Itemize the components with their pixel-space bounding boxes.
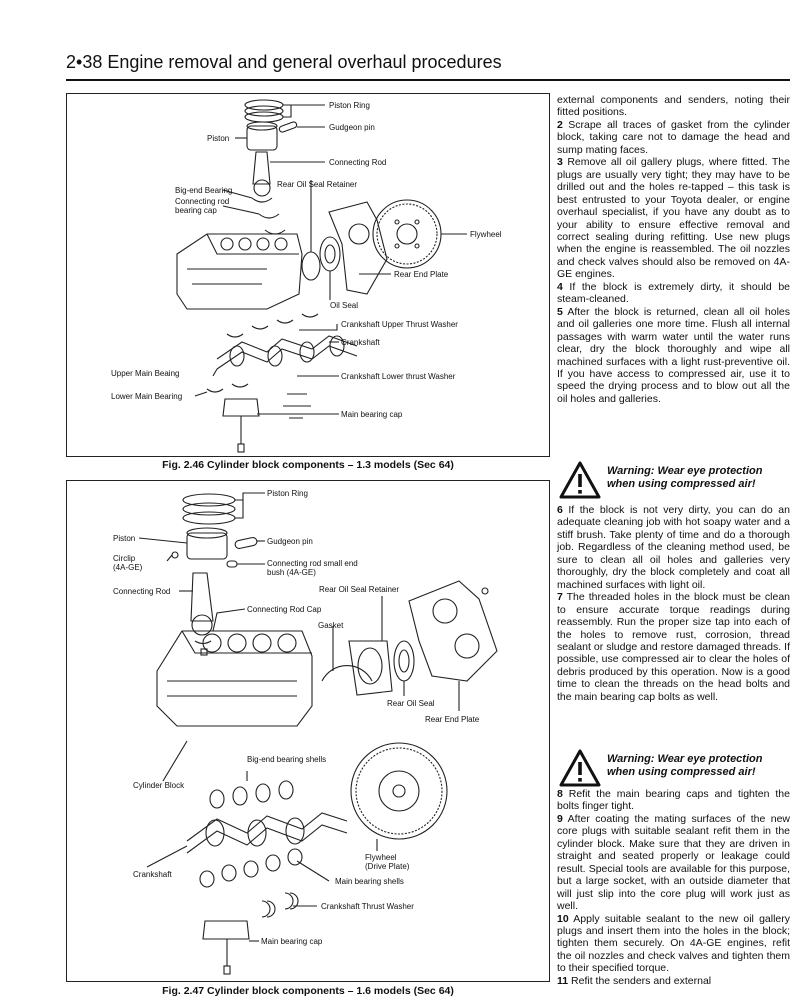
paragraph-5-text: After the block is returned, clean all o… <box>557 305 790 405</box>
label-crankshaft-thrust-washer: Crankshaft Thrust Washer <box>321 902 414 911</box>
text-block-2: 6 If the block is not very dirty, you ca… <box>557 504 790 703</box>
label-piston-ring: Piston Ring <box>329 101 370 110</box>
paragraph-9-number: 9 <box>557 812 563 825</box>
paragraph-10-number: 10 <box>557 912 569 925</box>
label-gudgeon-pin: Gudgeon pin <box>329 123 375 132</box>
label-lower-main-bearing: Lower Main Bearing <box>111 392 183 401</box>
label-rear-oil-seal-retainer: Rear Oil Seal Retainer <box>277 180 358 189</box>
paragraph-8: 8 Refit the main bearing caps and tighte… <box>557 788 790 813</box>
label-flywheel-drive-plate: Flywheel (Drive Plate) <box>365 853 410 871</box>
text-block-1: external components and senders, noting … <box>557 94 790 405</box>
paragraph-3-text-b: – this task is best entrusted to your To… <box>557 181 790 281</box>
header-rule <box>66 79 790 81</box>
paragraph-4: 4 If the block is extremely dirty, it sh… <box>557 281 790 306</box>
paragraph-11: 11 Refit the senders and external <box>557 975 790 987</box>
warning-box-2: Warning: Wear eye protection when using … <box>557 749 790 789</box>
label-rear-oil-seal-retainer-2: Rear Oil Seal Retainer <box>319 585 400 594</box>
label-conrod-small-end-bush: Connecting rod small end bush (4A-GE) <box>267 559 358 577</box>
paragraph-6-text: If the block is not very dirty, you can … <box>557 504 790 591</box>
label-upper-main-bearing: Upper Main Beaing <box>111 369 180 378</box>
label-rear-end-plate: Rear End Plate <box>394 270 449 279</box>
label-cylinder-block: Cylinder Block <box>133 781 185 790</box>
figure-2-47: Piston Ring Piston Gudgeon pin Circlip (… <box>66 480 550 982</box>
paragraph-9-text: After coating the mating surfaces of the… <box>557 812 790 913</box>
paragraph-8-text: Refit the main bearing caps and tighten … <box>557 788 790 813</box>
label-rear-oil-seal: Rear Oil Seal <box>387 699 435 708</box>
paragraph-4-number: 4 <box>557 280 563 293</box>
paragraph-4-text: If the block is extremely dirty, it shou… <box>557 280 790 306</box>
label-connecting-rod-2: Connecting Rod <box>113 587 171 596</box>
figure-2-47-caption: Fig. 2.47 Cylinder block components – 1.… <box>162 985 454 997</box>
figure-2-46-drawing <box>176 99 467 453</box>
paragraph-2: 2 Scrape all traces of gasket from the c… <box>557 119 790 156</box>
page-header: 2•38 Engine removal and general overhaul… <box>66 52 502 72</box>
label-piston-2: Piston <box>113 534 136 543</box>
label-piston: Piston <box>207 134 230 143</box>
paragraph-3-number: 3 <box>557 156 563 169</box>
text-block-3: 8 Refit the main bearing caps and tighte… <box>557 788 790 987</box>
warning-triangle-icon <box>559 461 601 499</box>
paragraph-7-number: 7 <box>557 591 563 604</box>
label-crankshaft-lower-thrust-washer: Crankshaft Lower thrust Washer <box>341 372 456 381</box>
warning-box-1: Warning: Wear eye protection when using … <box>557 461 790 501</box>
paragraph-5: 5 After the block is returned, clean all… <box>557 306 790 406</box>
label-big-end-bearing-shells: Big-end bearing shells <box>247 755 327 764</box>
paragraph-8-number: 8 <box>557 788 563 800</box>
label-connecting-rod-cap: Connecting Rod Cap <box>247 605 322 614</box>
label-crankshaft-upper-thrust-washer: Crankshaft Upper Thrust Washer <box>341 320 458 329</box>
label-circlip: Circlip (4A-GE) <box>113 554 143 572</box>
label-rear-end-plate-2: Rear End Plate <box>425 715 480 724</box>
paragraph-7: 7 The threaded holes in the block must b… <box>557 591 790 703</box>
paragraph-9: 9 After coating the mating surfaces of t… <box>557 813 790 913</box>
paragraph-3-text-a: Remove all oil gallery plugs, where fitt… <box>557 156 790 194</box>
paragraph-7-text: The threaded holes in the block must be … <box>557 591 790 703</box>
figure-2-46-caption: Fig. 2.46 Cylinder block components – 1.… <box>162 459 454 471</box>
label-big-end-bearing: Big-end Bearing <box>175 186 233 195</box>
paragraph-6: 6 If the block is not very dirty, you ca… <box>557 504 790 591</box>
label-crankshaft: Crankshaft <box>341 338 380 347</box>
warning-text-2: Warning: Wear eye protection when using … <box>607 753 763 778</box>
figure-2-46: Piston Ring Gudgeon pin Piston Connectin… <box>66 93 550 457</box>
paragraph-11-text: Refit the senders and external <box>568 974 712 987</box>
label-main-bearing-cap: Main bearing cap <box>341 410 403 419</box>
label-crankshaft-2: Crankshaft <box>133 870 172 879</box>
label-connecting-rod: Connecting Rod <box>329 158 387 167</box>
warning-text-1: Warning: Wear eye protection when using … <box>607 465 763 490</box>
label-oil-seal: Oil Seal <box>330 301 359 310</box>
paragraph-11-number: 11 <box>557 974 569 987</box>
label-piston-ring-2: Piston Ring <box>267 489 308 498</box>
paragraph-3: 3 Remove all oil gallery plugs, where fi… <box>557 156 790 281</box>
paragraph-1: external components and senders, noting … <box>557 94 790 119</box>
warning-triangle-icon <box>559 749 601 787</box>
label-main-bearing-shells: Main bearing shells <box>335 877 404 886</box>
figure-2-47-drawing <box>138 492 498 975</box>
paragraph-2-text: Scrape all traces of gasket from the cyl… <box>557 118 790 156</box>
paragraph-10-text: Apply suitable sealant to the new oil ga… <box>557 912 790 975</box>
paragraph-5-number: 5 <box>557 305 563 318</box>
paragraph-10: 10 Apply suitable sealant to the new oil… <box>557 913 790 975</box>
paragraph-2-number: 2 <box>557 118 563 131</box>
label-gasket: Gasket <box>318 621 344 630</box>
label-flywheel: Flywheel <box>470 230 502 239</box>
label-connecting-rod-bearing-cap: Connecting rod bearing cap <box>175 197 230 215</box>
label-gudgeon-pin-2: Gudgeon pin <box>267 537 313 546</box>
paragraph-6-number: 6 <box>557 504 563 516</box>
label-main-bearing-cap-2: Main bearing cap <box>261 937 323 946</box>
